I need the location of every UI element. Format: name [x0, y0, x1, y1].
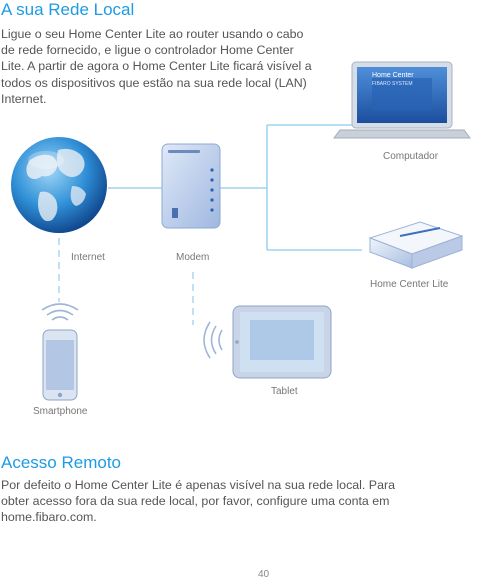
smartphone-icon [42, 329, 78, 401]
tablet-label: Tablet [271, 386, 298, 397]
laptop-screen-subtitle: FIBARO SYSTEM [372, 81, 413, 87]
modem-icon [161, 143, 221, 229]
smartphone-wifi-signal-icon [41, 303, 79, 321]
home-center-lite-label: Home Center Lite [370, 279, 449, 290]
modem-label: Modem [176, 252, 210, 263]
section-title-local-network: A sua Rede Local [1, 0, 135, 19]
wireless-connection-lines [58, 238, 194, 325]
section-title-remote-access: Acesso Remoto [1, 453, 121, 472]
laptop-icon [333, 61, 471, 139]
section-paragraph-remote-access: Por defeito o Home Center Lite é apenas … [1, 478, 395, 525]
page-number: 40 [258, 569, 270, 580]
tablet-icon [232, 305, 332, 379]
globe-icon [11, 137, 107, 233]
wired-connection-lines [108, 124, 362, 251]
home-center-lite-icon [368, 221, 464, 269]
section-paragraph-local-network: Ligue o seu Home Center Lite ao router u… [1, 27, 312, 106]
smartphone-label: Smartphone [33, 406, 88, 417]
internet-label: Internet [71, 252, 105, 263]
laptop-screen-brand: Home Center [372, 72, 414, 79]
tablet-wifi-signal-icon [203, 321, 223, 359]
computer-label: Computador [383, 151, 439, 162]
